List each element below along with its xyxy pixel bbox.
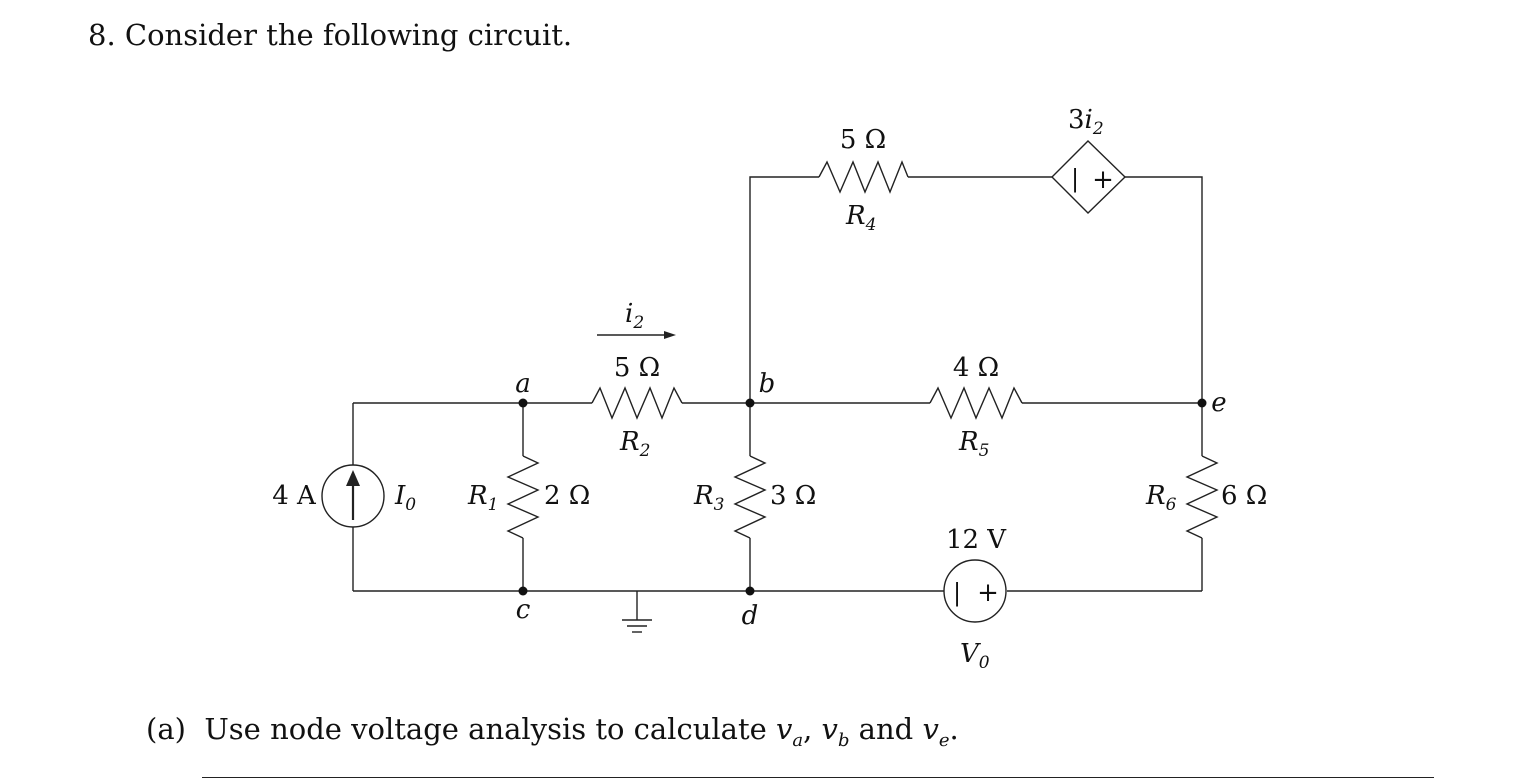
i2-label: i2 [625, 299, 644, 333]
var-ve: ve [922, 712, 950, 751]
voltage-source-name: V0 [960, 639, 990, 673]
wire-dep-source-to-e [1125, 176, 1203, 403]
node-label-b: b [759, 369, 776, 399]
voltage-source: | + [943, 559, 1007, 623]
node-label-d: d [742, 601, 759, 631]
node-dot-a [518, 398, 528, 408]
r3-value: 3 Ω [770, 481, 816, 511]
ground-icon [622, 591, 652, 633]
node-label-e: e [1211, 388, 1226, 418]
r3-name: R3 [693, 481, 724, 515]
part-a-question: (a) Use node voltage analysis to calcula… [146, 712, 959, 751]
resistor-r6 [1185, 455, 1219, 539]
answer-line [202, 777, 1434, 778]
var-vb: vb [821, 712, 850, 751]
voltage-source-value: 12 V [946, 525, 1007, 555]
r4-name: R4 [845, 201, 876, 235]
question-title: 8. Consider the following circuit. [88, 18, 573, 52]
resistor-r2 [591, 386, 683, 420]
dependent-source-label: 3i2 [1068, 105, 1104, 139]
node-label-c: c [516, 595, 531, 625]
r6-name: R6 [1145, 481, 1177, 515]
dependent-voltage-source: | + [1051, 140, 1127, 214]
r1-value: 2 Ω [544, 481, 590, 511]
current-source-value: 4 A [272, 481, 317, 511]
r6-value: 6 Ω [1221, 481, 1267, 511]
svg-text:+: + [1092, 165, 1114, 195]
svg-text:|: | [1071, 165, 1079, 194]
node-dot-e [1197, 398, 1207, 408]
resistor-r1 [506, 455, 540, 539]
var-va: va [775, 712, 804, 751]
current-source [321, 464, 385, 528]
svg-text:+: + [977, 578, 999, 608]
node-dot-b [745, 398, 755, 408]
part-a-text: Use node voltage analysis to calculate [204, 712, 776, 746]
wires [352, 176, 1203, 592]
resistor-r4 [818, 160, 909, 194]
r2-value: 5 Ω [614, 353, 660, 383]
resistor-r3 [733, 455, 767, 539]
resistor-r5 [929, 386, 1023, 420]
r1-name: R1 [467, 481, 498, 515]
part-a-label: (a) [146, 712, 186, 746]
current-source-name: I0 [394, 481, 416, 515]
r5-name: R5 [958, 427, 989, 461]
wire-b-up-to-r4 [749, 176, 819, 403]
arrow-up-icon [346, 470, 360, 486]
node-dot-c [518, 586, 528, 596]
svg-text:|: | [953, 579, 961, 608]
r2-name: R2 [619, 427, 650, 461]
current-i2-arrow [597, 331, 676, 339]
node-dot-d [745, 586, 755, 596]
arrow-right-icon [664, 331, 676, 339]
r5-value: 4 Ω [953, 353, 999, 383]
node-label-a: a [515, 369, 531, 399]
r4-value: 5 Ω [840, 125, 886, 155]
